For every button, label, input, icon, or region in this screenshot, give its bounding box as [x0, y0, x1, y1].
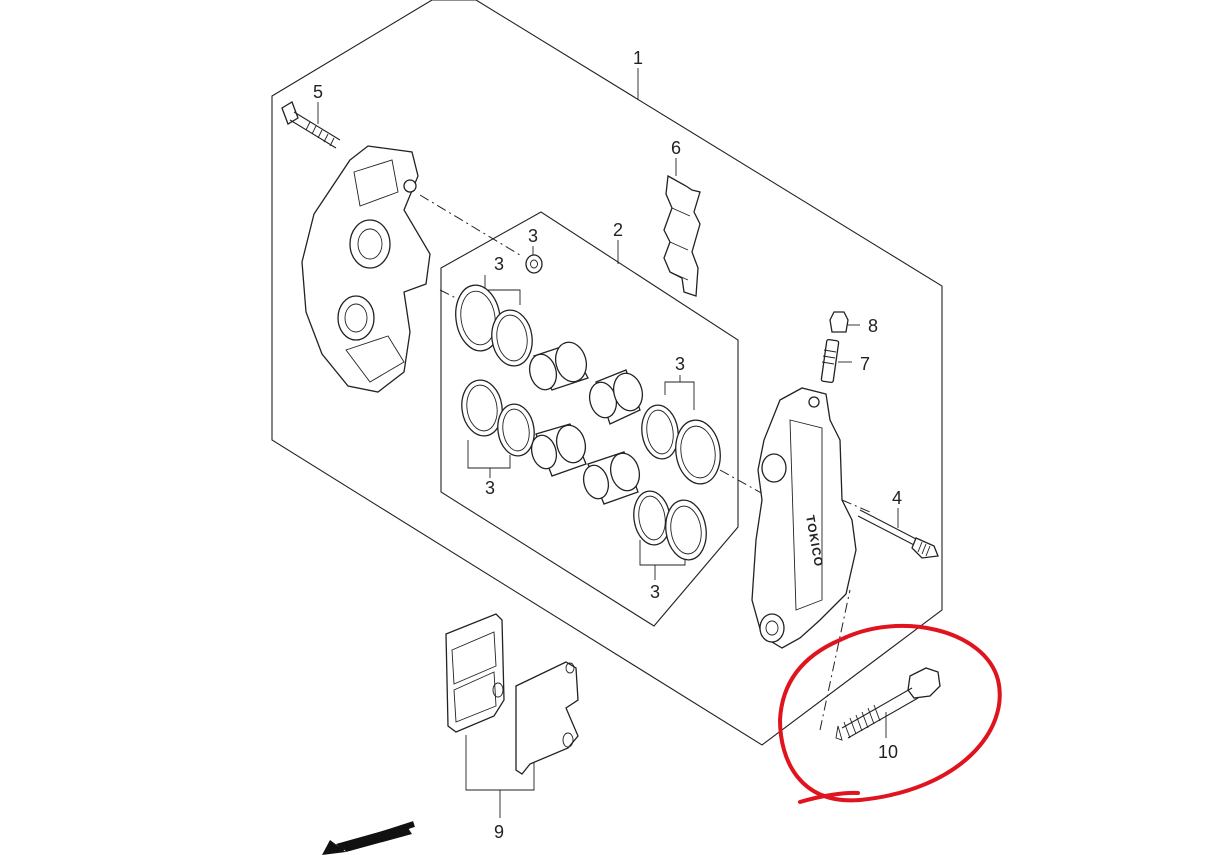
- caliper-bolt-10: [835, 667, 941, 741]
- callout-3-right-bottom: 3: [650, 582, 660, 602]
- callout-2: 2: [613, 220, 623, 240]
- callout-9: 9: [494, 822, 504, 842]
- caliper-half-left: [301, 145, 431, 393]
- piston-seals: [455, 284, 721, 561]
- caliper-mounting-bolt-5: [281, 101, 341, 149]
- callout-3-right-top: 3: [675, 354, 685, 374]
- bleeder-valve-7: [820, 338, 840, 384]
- caliper-half-right: TOKICO: [751, 387, 857, 649]
- callout-4: 4: [892, 488, 902, 508]
- assembly-box-outline: [271, 0, 943, 746]
- pistons: [528, 341, 644, 505]
- callout-8: 8: [868, 316, 878, 336]
- callout-6: 6: [671, 138, 681, 158]
- front-direction-arrow: [322, 821, 415, 855]
- callout-7: 7: [860, 354, 870, 374]
- bleeder-cap-8: [829, 311, 849, 333]
- pad-pin-4: [857, 509, 939, 559]
- highlight-circle: [777, 623, 1002, 804]
- callout-10: 10: [878, 742, 898, 762]
- callout-3-top-left: 3: [494, 254, 504, 274]
- callout-3-washer: 3: [528, 226, 538, 246]
- callout-3-lower-left: 3: [485, 478, 495, 498]
- callout-1: 1: [633, 48, 643, 68]
- brake-pads-9: [445, 613, 579, 775]
- pad-spring-6: [663, 174, 701, 297]
- callout-labels: 1 2 3 3 3 3 3 4 5 6 7 8 9 10: [313, 48, 902, 842]
- seal-kit-box-outline: [440, 211, 739, 627]
- callout-5: 5: [313, 82, 323, 102]
- washer-3: [525, 254, 543, 274]
